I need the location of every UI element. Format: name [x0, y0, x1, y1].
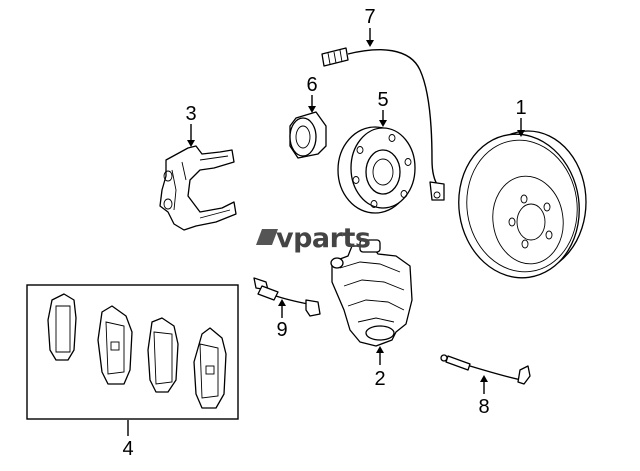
brake-pad-set-icon[interactable]: [26, 284, 239, 420]
callout-1: 1: [515, 97, 526, 119]
leader-arrow-9: [278, 299, 286, 306]
watermark-text: vparts: [276, 223, 370, 254]
callout-3: 3: [185, 103, 196, 125]
callout-4: 4: [122, 438, 133, 460]
brake-rotor-icon[interactable]: [450, 126, 589, 285]
wheel-bearing-icon[interactable]: [289, 111, 327, 159]
leader-arrow-5: [379, 120, 387, 127]
callout-5: 5: [377, 89, 388, 111]
brake-caliper-icon[interactable]: [330, 239, 413, 347]
watermark-mark-icon: [256, 229, 278, 245]
callout-6: 6: [306, 74, 317, 96]
callout-9: 9: [276, 319, 287, 341]
callout-2: 2: [374, 368, 385, 390]
pad-wear-sensor-icon[interactable]: [253, 277, 321, 317]
leader-arrow-8: [366, 40, 374, 47]
callout-8: 7: [364, 6, 375, 28]
wheel-hub-icon[interactable]: [337, 126, 416, 214]
caliper-bracket-icon[interactable]: [159, 145, 237, 231]
watermark-logo: vparts: [256, 223, 371, 254]
pad-set-box: [26, 284, 239, 420]
leader-arrow-7: [480, 375, 488, 382]
abs-sensor-cable-icon[interactable]: [321, 47, 445, 201]
leader-arrow-2: [376, 346, 384, 353]
callout-7: 8: [478, 396, 489, 418]
leader-arrow-1: [517, 130, 525, 137]
leader-arrow-3: [187, 140, 195, 147]
leader-arrow-6: [308, 106, 316, 113]
wear-sensor-icon[interactable]: [440, 354, 531, 385]
